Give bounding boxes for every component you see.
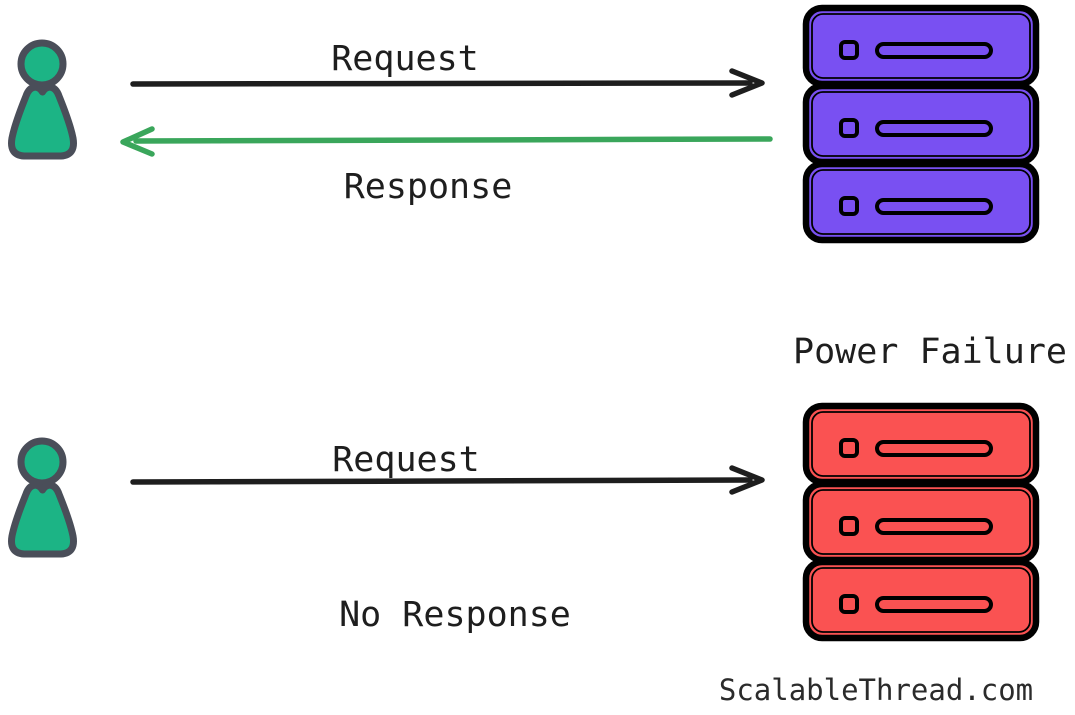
request-arrow bbox=[130, 68, 765, 98]
scenario-healthy: Request Response bbox=[12, 8, 1037, 240]
user-icon bbox=[12, 43, 74, 156]
watermark-text: ScalableThread.com bbox=[719, 673, 1033, 707]
server-slab bbox=[806, 406, 1036, 482]
server-slab bbox=[806, 484, 1036, 560]
server-stack-healthy-icon bbox=[806, 8, 1036, 240]
server-slab bbox=[806, 8, 1036, 84]
user-icon bbox=[12, 441, 74, 554]
response-label: Response bbox=[344, 167, 513, 207]
response-arrow bbox=[120, 126, 773, 157]
request-label: Request bbox=[331, 39, 479, 79]
request-label: Request bbox=[332, 440, 480, 480]
power-failure-caption: Power Failure bbox=[793, 332, 1067, 372]
request-arrow bbox=[130, 465, 765, 495]
server-stack-failed-icon bbox=[806, 406, 1036, 638]
server-slab bbox=[806, 164, 1036, 240]
server-slab bbox=[806, 86, 1036, 162]
server-slab bbox=[806, 562, 1036, 638]
no-response-label: No Response bbox=[339, 595, 571, 635]
scenario-power-failure: Power Failure Request No Response bbox=[12, 332, 1067, 638]
